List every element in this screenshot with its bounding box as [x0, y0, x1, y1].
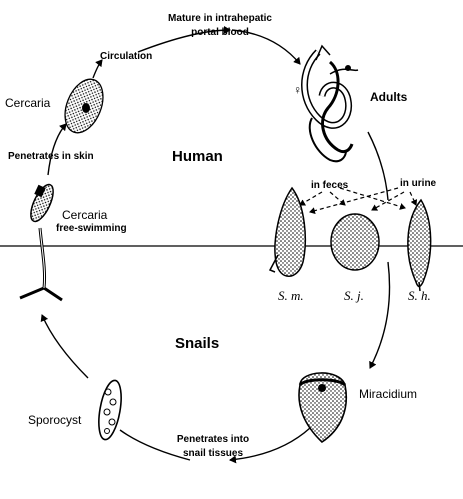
- step-mature-label: Mature in intrahepatic portal blood: [168, 13, 272, 38]
- egg-sh-label: S. h.: [408, 288, 431, 303]
- region-snails-label: Snails: [175, 335, 220, 352]
- arrow-snail-to-sporocyst: [119, 429, 191, 461]
- stage-miracidium-label: Miracidium: [359, 387, 418, 401]
- arrow-circulation-to-mature: [137, 26, 231, 53]
- adult-worms-illustration: [301, 44, 359, 163]
- step-in-urine-label: in urine: [400, 178, 437, 189]
- egg-sh-illustration: [407, 198, 432, 292]
- arrow-skin-to-cercaria: [47, 123, 67, 176]
- arrow-adults-down: [367, 131, 389, 201]
- arrow-mature-to-adults: [231, 29, 301, 65]
- step-circulation-label: Circulation: [100, 51, 153, 62]
- feces-to-sh-arrow: [339, 187, 406, 210]
- stage-cercaria-label: Cercaria: [5, 96, 51, 110]
- arrow-miracidium-to-snail: [229, 427, 311, 464]
- miracidium-illustration: [298, 372, 347, 444]
- urine-to-sm-arrow: [309, 187, 399, 215]
- feces-to-sm-arrow: [299, 191, 323, 206]
- egg-sj-label: S. j.: [344, 288, 364, 303]
- cercaria-free-swimming-illustration: [19, 183, 63, 302]
- egg-sm-label: S. m.: [278, 288, 304, 303]
- stage-sporocyst-label: Sporocyst: [28, 413, 82, 427]
- urine-to-sh-arrow: [409, 191, 418, 206]
- egg-sm-illustration: [268, 186, 307, 277]
- stage-adults-label: Adults: [370, 90, 408, 104]
- step-penetrates-snail-label: Penetrates into snail tissues: [176, 434, 250, 459]
- urine-to-sj-arrow: [371, 191, 405, 211]
- cercaria-body-illustration: [64, 78, 104, 134]
- cycle-arrows: [40, 26, 391, 464]
- step-in-feces-label: in feces: [311, 180, 349, 191]
- arrow-eggs-to-miracidium: [369, 261, 391, 369]
- excretion-arrows: [299, 187, 418, 215]
- step-penetrates-skin-label: Penetrates in skin: [8, 151, 94, 162]
- sporocyst-illustration: [98, 379, 122, 441]
- stage-cercaria-free-swimming-label: free-swimming: [56, 223, 127, 234]
- region-human-label: Human: [172, 148, 223, 165]
- female-symbol: ♀: [293, 83, 302, 97]
- stage-cercaria-free-label: Cercaria: [62, 208, 108, 222]
- arrow-cercaria-to-circulation: [92, 59, 103, 79]
- egg-sj-illustration: [330, 213, 380, 271]
- arrow-sporocyst-to-cercaria: [40, 314, 89, 379]
